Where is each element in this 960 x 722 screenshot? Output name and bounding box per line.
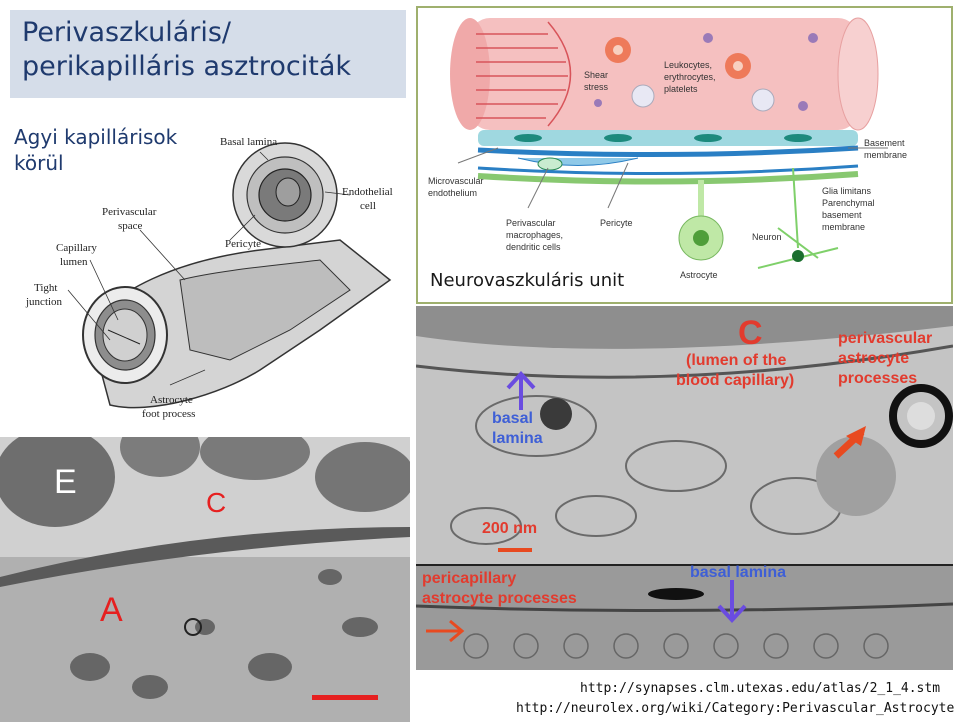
label-capillary-lumen-2: lumen	[60, 256, 88, 268]
em-right-texture	[416, 306, 953, 670]
nvu-label-microvascular-1: Microvascular	[428, 176, 484, 186]
source-url-1[interactable]: http://synapses.clm.utexas.edu/atlas/2_1…	[580, 681, 941, 696]
nvu-label-basement-1: Basement	[864, 138, 905, 148]
nvu-label-neuron: Neuron	[752, 232, 782, 242]
nvu-label-microvascular-2: endothelium	[428, 188, 478, 198]
em-micrograph-right: C (lumen of the blood capillary) perivas…	[416, 306, 953, 670]
subtitle: Agyi kapillárisok körül	[14, 124, 214, 176]
nvu-label-shear-1: Shear	[584, 70, 609, 80]
em-left-texture	[0, 437, 410, 722]
capillary-diagram: Basal lamina Endothelial cell Perivascul…	[20, 130, 415, 435]
label-perivascular-2: space	[118, 220, 143, 232]
em-left-label-a: A	[100, 591, 123, 629]
nvu-illustration	[450, 17, 888, 269]
label-tight-junction-1: Tight	[34, 282, 58, 294]
nvu-label-perivascular-2: macrophages,	[506, 230, 564, 240]
label-pericyte: Pericyte	[225, 238, 262, 250]
source-url-2[interactable]: http://neurolex.org/wiki/Category:Periva…	[516, 701, 955, 716]
em-left-label-e: E	[54, 463, 77, 501]
nvu-label-basement-2: membrane	[864, 150, 908, 160]
nvu-label-leukocytes-1: Leukocytes,	[664, 60, 713, 70]
em-right-basal-1: basal	[492, 410, 533, 427]
label-basal-lamina: Basal lamina	[220, 136, 278, 148]
subtitle-line-2: körül	[14, 151, 64, 175]
em-right-inset-peri-2: astrocyte processes	[422, 590, 577, 607]
em-right-lumen-1: (lumen of the	[686, 352, 787, 369]
capillary-illustration	[67, 142, 392, 409]
em-right-peri-2: astrocyte	[838, 350, 910, 367]
title-box: Perivaszkuláris/ perikapilláris asztroci…	[10, 10, 406, 98]
nvu-label-pericyte: Pericyte	[600, 218, 633, 228]
nvu-caption: Neurovaszkuláris unit	[430, 270, 625, 291]
nvu-diagram: Shear stress Leukocytes, erythrocytes, p…	[416, 6, 953, 304]
nvu-label-astrocyte: Astrocyte	[680, 270, 718, 280]
nvu-label-shear-2: stress	[584, 82, 609, 92]
label-perivascular-1: Perivascular	[102, 206, 157, 218]
em-right-peri-3: processes	[838, 370, 918, 387]
em-micrograph-left: E C A	[0, 437, 410, 722]
label-tight-junction-2: junction	[26, 296, 63, 308]
label-endothelial-1: Endothelial	[342, 186, 393, 198]
subtitle-line-1: Agyi kapillárisok	[14, 125, 178, 149]
em-right-inset-peri-1: pericapillary	[422, 570, 517, 587]
em-right-scale: 200 nm	[482, 520, 538, 537]
nvu-label-glia-1: Glia limitans	[822, 186, 872, 196]
nvu-label-leukocytes-3: platelets	[664, 84, 698, 94]
title-line-1: Perivaszkuláris/	[22, 17, 232, 48]
em-right-lumen-2: blood capillary)	[676, 372, 795, 389]
label-astrocyte-foot-1: Astrocyte	[150, 394, 193, 406]
em-left-label-c: C	[206, 487, 227, 518]
title-line-2: perikapilláris asztrociták	[22, 51, 352, 82]
nvu-label-glia-2: Parenchymal	[822, 198, 875, 208]
label-endothelial-2: cell	[360, 200, 376, 212]
label-astrocyte-foot-2: foot process	[142, 408, 196, 420]
label-capillary-lumen-1: Capillary	[56, 242, 97, 254]
nvu-label-perivascular-3: dendritic cells	[506, 242, 561, 252]
em-right-inset-basal: basal lamina	[690, 564, 787, 581]
em-right-label-c: C	[738, 314, 763, 352]
nvu-label-perivascular-1: Perivascular	[506, 218, 556, 228]
nvu-label-glia-4: membrane	[822, 222, 866, 232]
nvu-label-glia-3: basement	[822, 210, 862, 220]
em-right-basal-2: lamina	[492, 430, 543, 447]
nvu-label-leukocytes-2: erythrocytes,	[664, 72, 716, 82]
em-right-peri-1: perivascular	[838, 330, 933, 347]
